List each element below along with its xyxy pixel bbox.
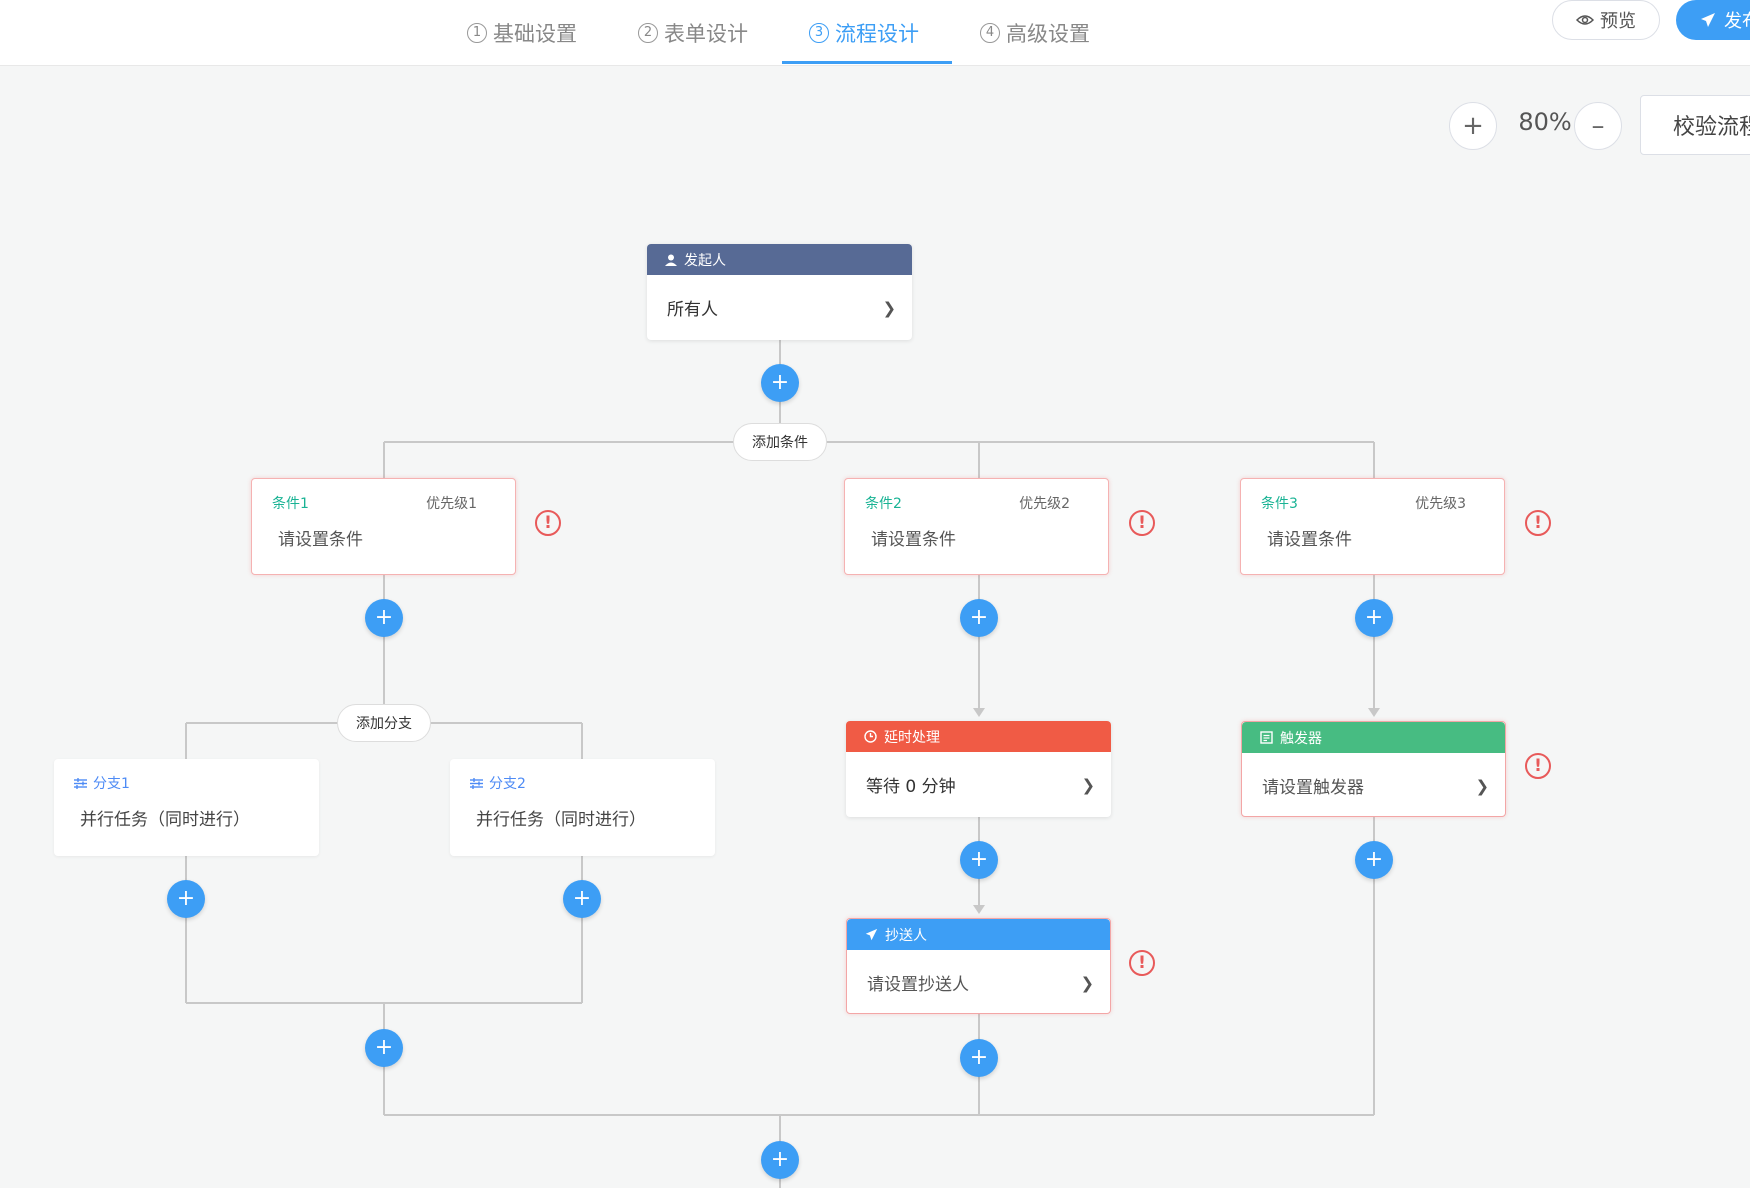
tab-basic-settings[interactable]: 1 基础设置 (467, 0, 577, 66)
condition-node-3[interactable]: 条件3 优先级3 请设置条件 (1240, 478, 1505, 575)
add-node-button[interactable]: + (761, 1141, 799, 1179)
add-node-button[interactable]: + (1355, 841, 1393, 879)
add-node-button[interactable]: + (365, 599, 403, 637)
delay-node-title: 延时处理 (884, 729, 940, 746)
cc-node-body: 请设置抄送人 ❯ (847, 950, 1110, 1015)
add-node-button[interactable]: + (761, 364, 799, 402)
add-node-button[interactable]: + (1355, 599, 1393, 637)
add-node-button[interactable]: + (365, 1029, 403, 1067)
trigger-node[interactable]: 触发器 请设置触发器 ❯ (1241, 721, 1506, 817)
chevron-right-icon: ❯ (1081, 775, 1095, 794)
chevron-right-icon: ❯ (882, 298, 896, 317)
send-icon (1701, 13, 1715, 27)
condition-text: 请设置条件 (278, 530, 363, 550)
add-condition-button[interactable]: 添加条件 (733, 423, 827, 461)
branch-title: 分支2 (470, 773, 526, 793)
error-icon: ! (1129, 950, 1155, 976)
condition-node-2[interactable]: 条件2 优先级2 请设置条件 (844, 478, 1109, 575)
user-icon (665, 254, 677, 266)
tab-advanced-settings[interactable]: 4 高级设置 (980, 0, 1090, 66)
step-number: 2 (638, 23, 658, 43)
cc-node-title: 抄送人 (885, 927, 927, 944)
plus-icon: + (1462, 111, 1484, 141)
branch-text: 并行任务（同时进行） (476, 810, 646, 830)
trigger-node-value: 请设置触发器 (1262, 778, 1364, 798)
delay-node[interactable]: 延时处理 等待 0 分钟 ❯ (846, 721, 1111, 817)
sliders-icon (74, 777, 87, 789)
condition-priority: 优先级1 (426, 496, 477, 512)
add-node-button[interactable]: + (563, 880, 601, 918)
error-icon: ! (1525, 753, 1551, 779)
eye-icon (1576, 15, 1594, 25)
zoom-level: 80% (1518, 108, 1572, 136)
delay-node-value: 等待 0 分钟 (866, 777, 956, 797)
condition-text: 请设置条件 (1267, 530, 1352, 550)
trigger-icon (1260, 731, 1273, 744)
condition-node-1[interactable]: 条件1 优先级1 请设置条件 (251, 478, 516, 575)
add-branch-button[interactable]: 添加分支 (337, 704, 431, 742)
tab-label: 流程设计 (835, 22, 919, 46)
starter-node-body: 所有人 ❯ (647, 275, 912, 340)
add-node-button[interactable]: + (960, 1039, 998, 1077)
clock-icon (864, 730, 877, 743)
starter-node-header: 发起人 (647, 244, 912, 275)
step-number: 1 (467, 23, 487, 43)
condition-priority: 优先级3 (1415, 496, 1466, 512)
publish-label: 发布 (1724, 11, 1750, 32)
condition-text: 请设置条件 (871, 530, 956, 550)
branch-node-2[interactable]: 分支2 并行任务（同时进行） (450, 759, 715, 856)
condition-priority: 优先级2 (1019, 496, 1070, 512)
error-icon: ! (1525, 510, 1551, 536)
trigger-node-title: 触发器 (1280, 730, 1322, 747)
preview-button[interactable]: 预览 (1552, 0, 1660, 40)
error-icon: ! (535, 510, 561, 536)
tab-form-design[interactable]: 2 表单设计 (638, 0, 748, 66)
active-tab-indicator (782, 61, 952, 64)
step-number: 3 (809, 23, 829, 43)
sliders-icon (470, 777, 483, 789)
chevron-right-icon: ❯ (1475, 776, 1489, 795)
condition-title: 条件3 (1261, 496, 1298, 512)
branch-title-label: 分支1 (93, 776, 130, 792)
branch-title: 分支1 (74, 773, 130, 793)
starter-node[interactable]: 发起人 所有人 ❯ (647, 244, 912, 340)
tab-label: 基础设置 (493, 22, 577, 46)
condition-title: 条件1 (272, 496, 309, 512)
tab-label: 高级设置 (1006, 22, 1090, 46)
branch-title-label: 分支2 (489, 776, 526, 792)
trigger-node-body: 请设置触发器 ❯ (1242, 753, 1505, 818)
delay-node-header: 延时处理 (846, 721, 1111, 752)
step-number: 4 (980, 23, 1000, 43)
starter-node-title: 发起人 (684, 252, 726, 269)
minus-icon: – (1591, 111, 1605, 141)
validate-flow-button[interactable]: 校验流程 (1640, 95, 1750, 155)
cc-node-value: 请设置抄送人 (867, 975, 969, 995)
publish-button[interactable]: 发布 (1676, 0, 1750, 40)
preview-label: 预览 (1600, 11, 1636, 32)
tab-label: 表单设计 (664, 22, 748, 46)
zoom-out-button[interactable]: – (1574, 102, 1622, 150)
starter-node-value: 所有人 (667, 300, 718, 320)
chevron-right-icon: ❯ (1080, 973, 1094, 992)
branch-node-1[interactable]: 分支1 并行任务（同时进行） (54, 759, 319, 856)
trigger-node-header: 触发器 (1242, 722, 1505, 753)
cc-node[interactable]: 抄送人 请设置抄送人 ❯ (846, 918, 1111, 1014)
add-node-button[interactable]: + (960, 599, 998, 637)
add-node-button[interactable]: + (167, 880, 205, 918)
top-header: 1 基础设置 2 表单设计 3 流程设计 4 高级设置 预览 发布 (0, 0, 1750, 66)
zoom-in-button[interactable]: + (1449, 102, 1497, 150)
delay-node-body: 等待 0 分钟 ❯ (846, 752, 1111, 817)
cc-node-header: 抄送人 (847, 919, 1110, 950)
send-icon (865, 928, 878, 941)
error-icon: ! (1129, 510, 1155, 536)
branch-text: 并行任务（同时进行） (80, 810, 250, 830)
tab-process-design[interactable]: 3 流程设计 (809, 0, 919, 66)
add-node-button[interactable]: + (960, 841, 998, 879)
condition-title: 条件2 (865, 496, 902, 512)
